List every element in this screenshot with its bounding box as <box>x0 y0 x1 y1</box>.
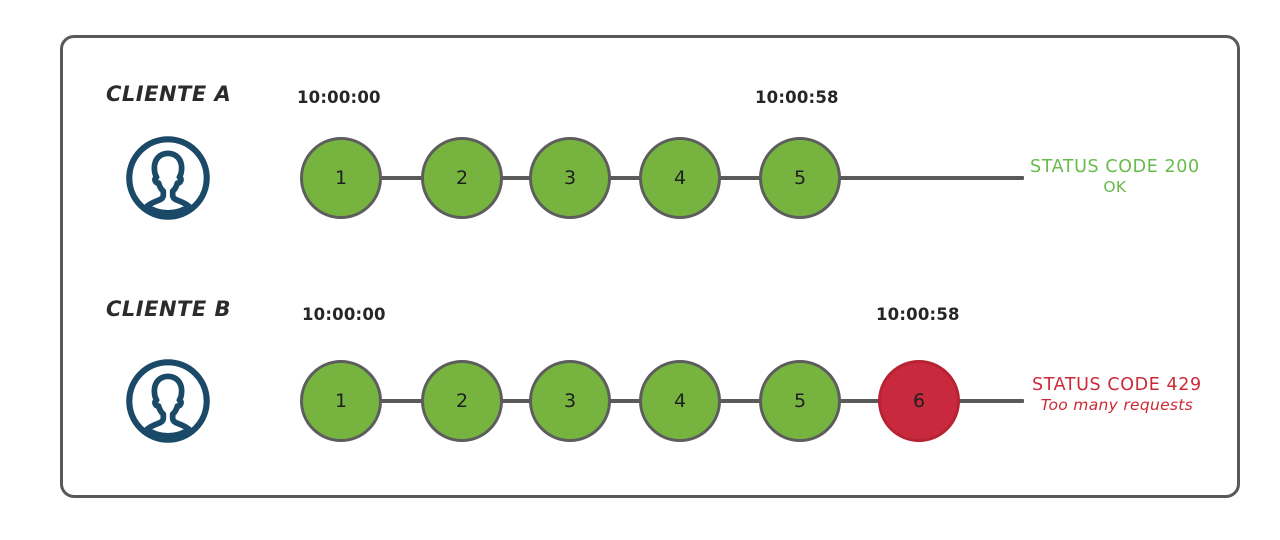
status-text-b: Too many requests <box>1040 395 1194 414</box>
connector <box>606 176 644 180</box>
request-node-label: 3 <box>563 167 577 189</box>
timestamp-a-end: 10:00:58 <box>755 88 839 107</box>
request-node-label: 2 <box>455 167 469 189</box>
status-code-a: STATUS CODE 200 <box>1030 157 1200 177</box>
request-chain-a: 1 2 3 4 5 <box>0 133 1280 223</box>
connector <box>498 176 536 180</box>
connector <box>378 176 426 180</box>
request-node[interactable]: 2 <box>421 137 503 219</box>
request-node-label: 4 <box>673 390 687 412</box>
connector-tail <box>954 399 1024 403</box>
request-node-label: 2 <box>455 390 469 412</box>
request-node-label: 5 <box>793 390 807 412</box>
status-text-a: OK <box>1103 177 1127 196</box>
connector-tail <box>836 176 1024 180</box>
connector <box>716 176 764 180</box>
request-node[interactable]: 5 <box>759 137 841 219</box>
request-node[interactable]: 1 <box>300 137 382 219</box>
timestamp-b-end: 10:00:58 <box>876 305 960 324</box>
request-node[interactable]: 4 <box>639 360 721 442</box>
timestamp-a-start: 10:00:00 <box>297 88 381 107</box>
connector <box>378 399 426 403</box>
request-node[interactable]: 4 <box>639 137 721 219</box>
status-badge-b: STATUS CODE 429 Too many requests <box>1032 375 1202 414</box>
status-code-b: STATUS CODE 429 <box>1032 375 1202 395</box>
request-chain-b: 1 2 3 4 5 6 <box>0 356 1280 446</box>
timestamp-b-start: 10:00:00 <box>302 305 386 324</box>
request-node[interactable]: 5 <box>759 360 841 442</box>
connector <box>836 399 884 403</box>
connector <box>498 399 536 403</box>
request-node-label: 6 <box>912 390 926 412</box>
request-node[interactable]: 2 <box>421 360 503 442</box>
client-label-b: CLIENTE B <box>106 297 232 321</box>
request-node[interactable]: 3 <box>529 137 611 219</box>
request-node-rejected[interactable]: 6 <box>878 360 960 442</box>
user-avatar-icon <box>124 357 212 445</box>
connector <box>606 399 644 403</box>
request-node[interactable]: 1 <box>300 360 382 442</box>
connector <box>716 399 764 403</box>
status-badge-a: STATUS CODE 200 OK <box>1030 157 1200 196</box>
request-node-label: 1 <box>334 167 348 189</box>
request-node[interactable]: 3 <box>529 360 611 442</box>
request-node-label: 1 <box>334 390 348 412</box>
client-label-a: CLIENTE A <box>106 82 232 106</box>
user-avatar-icon <box>124 134 212 222</box>
request-node-label: 3 <box>563 390 577 412</box>
request-node-label: 4 <box>673 167 687 189</box>
request-node-label: 5 <box>793 167 807 189</box>
